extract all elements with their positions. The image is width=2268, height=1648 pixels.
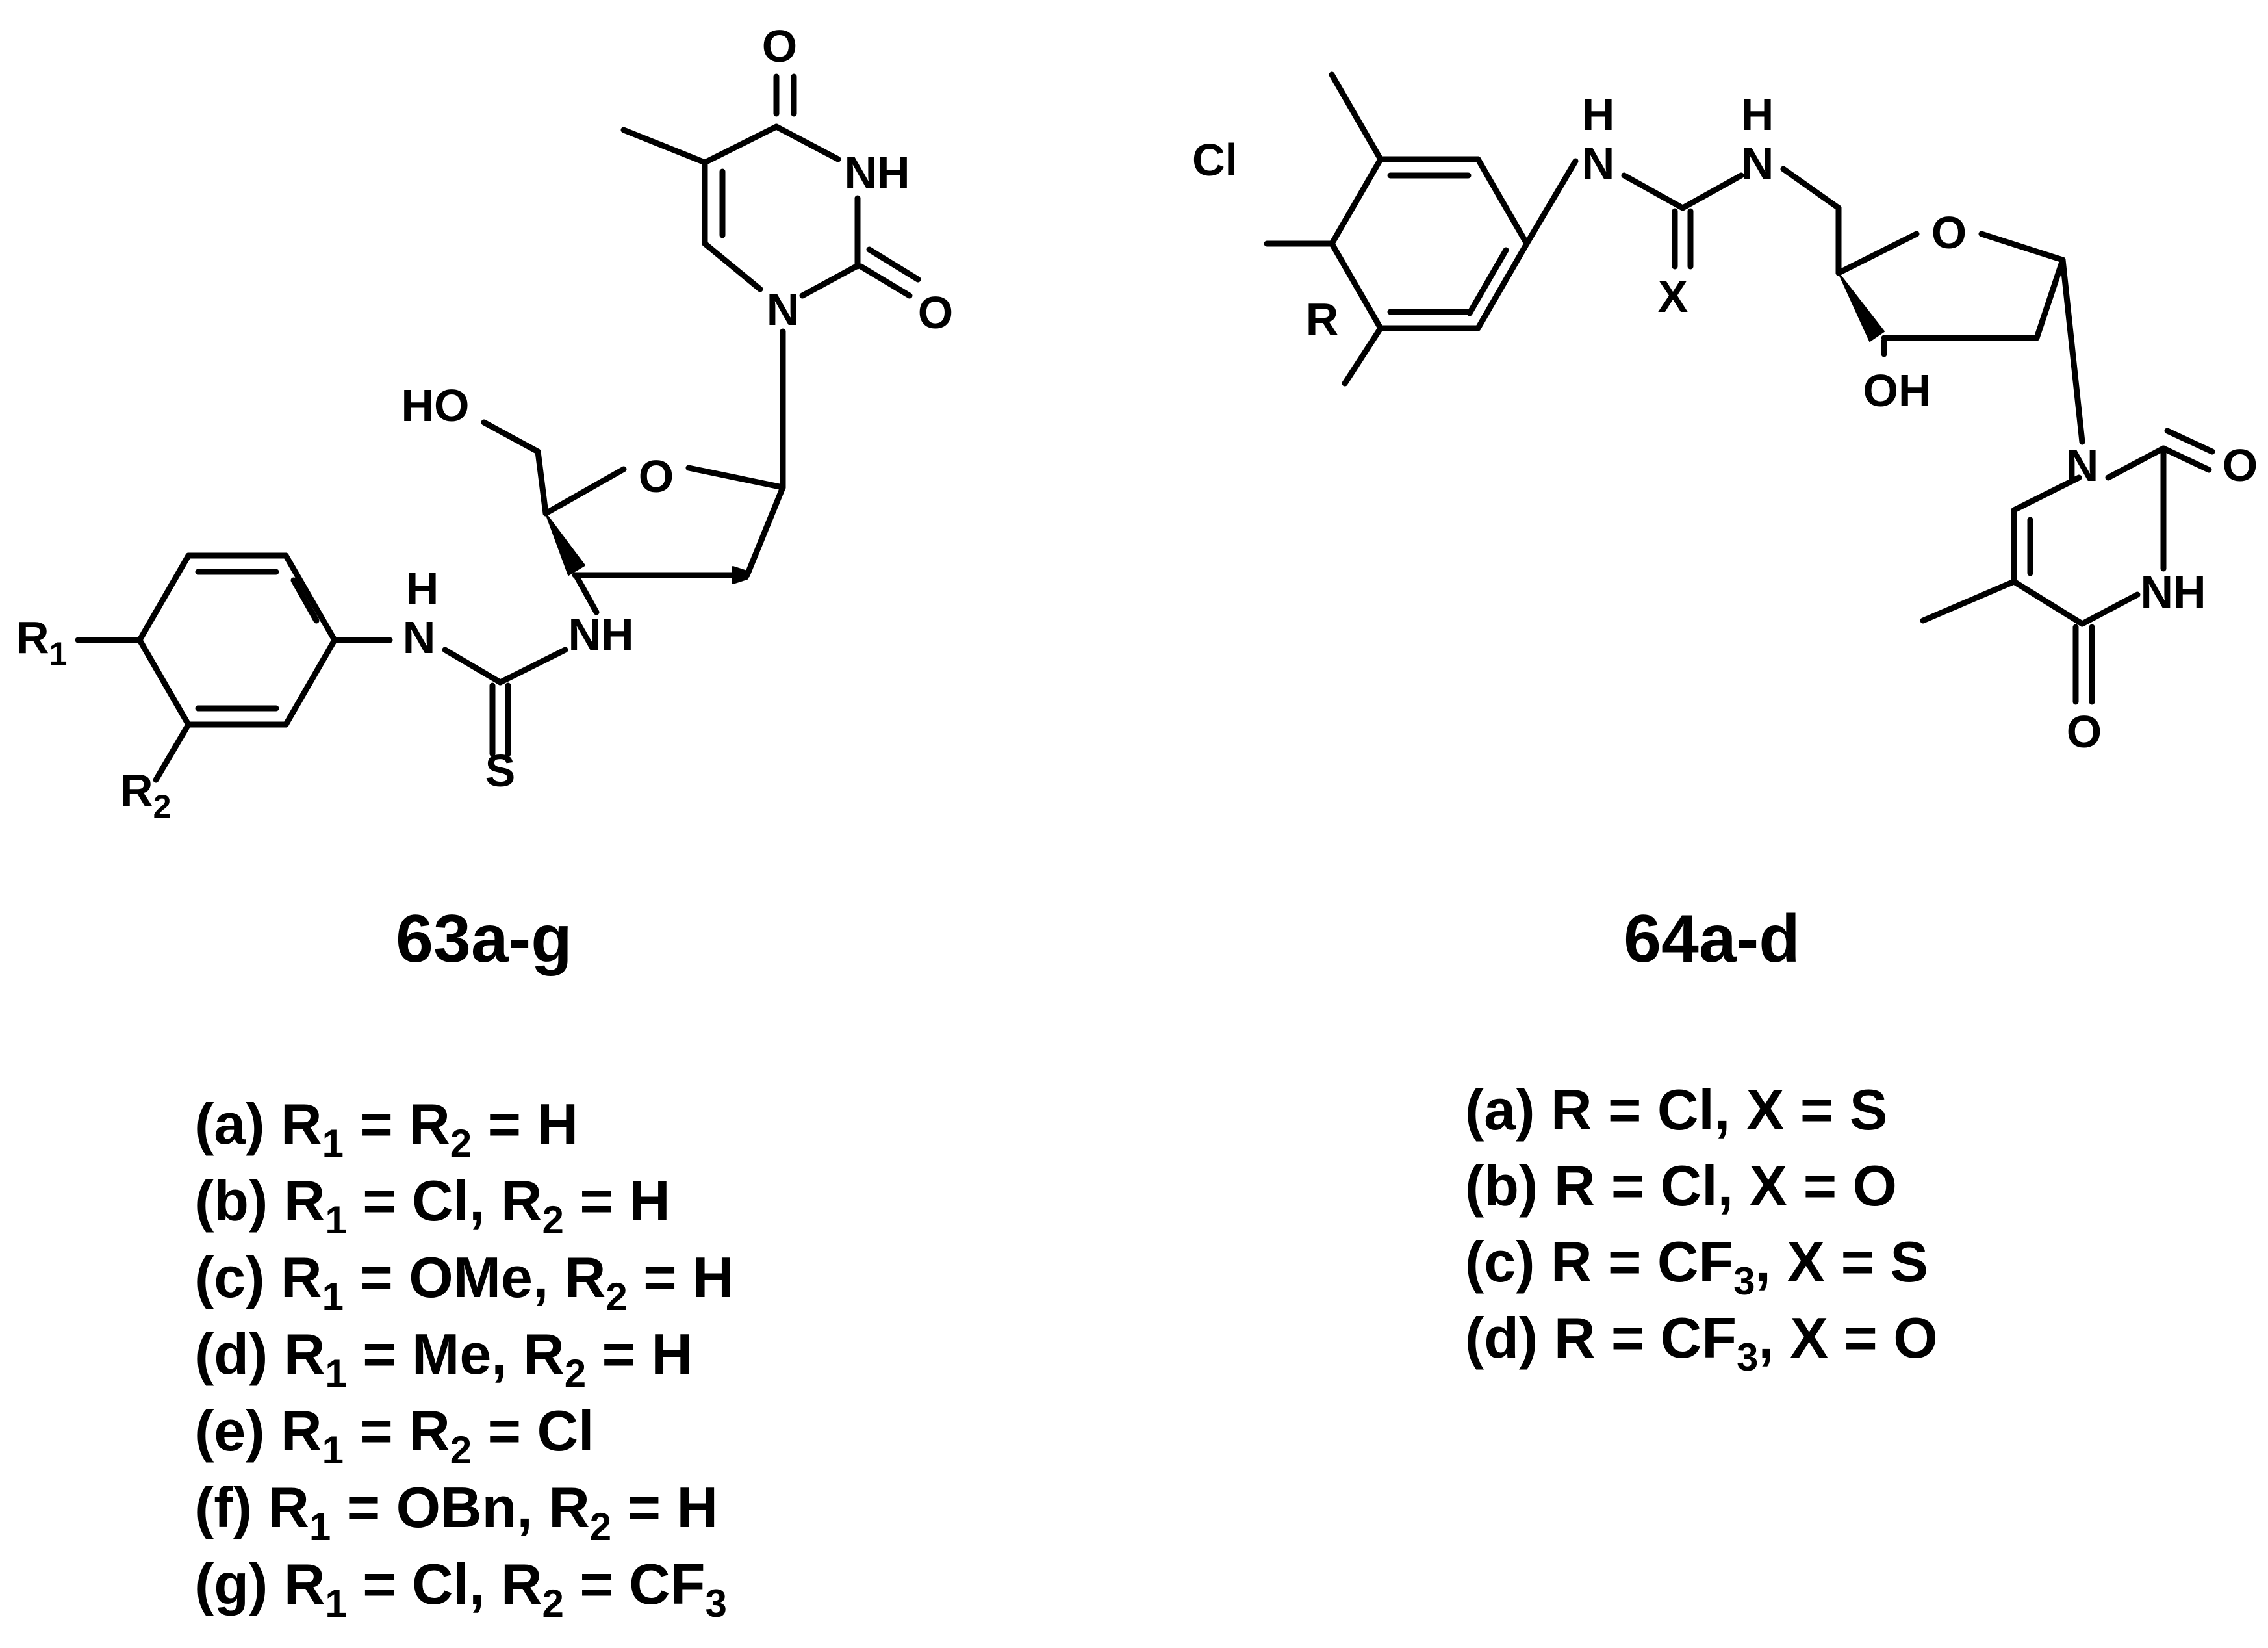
bond <box>1329 156 1384 247</box>
atom-label: H <box>406 563 439 614</box>
atom-label: OH <box>1863 365 1931 416</box>
atom-label: H <box>1741 89 1774 140</box>
variants-64: (a) R = Cl, X = S (b) R = Cl, X = O (c) … <box>1465 1077 1938 1379</box>
bond <box>2105 445 2167 481</box>
bond <box>1621 172 1686 211</box>
bond <box>1920 578 2017 624</box>
bond <box>136 637 192 728</box>
atom-label: N <box>1741 138 1774 188</box>
atom-label: S <box>485 745 516 796</box>
atom-label: N <box>403 612 436 663</box>
variant-item: (c) R1 = OMe, R2 = H <box>195 1245 734 1319</box>
bond <box>866 246 921 283</box>
bond <box>2011 578 2085 627</box>
bond <box>153 721 192 783</box>
variant-item: (e) R1 = R2 = Cl <box>195 1398 594 1472</box>
bond <box>702 240 763 292</box>
atom-label: N <box>1582 138 1615 188</box>
atom-label: H <box>1582 89 1615 140</box>
bond <box>1679 172 1744 211</box>
atom-label: NH <box>844 148 910 198</box>
bond <box>2079 591 2141 627</box>
bond <box>2160 445 2212 473</box>
atom-label: NH <box>2140 567 2206 617</box>
bond <box>1342 325 1384 387</box>
bond <box>685 465 786 491</box>
structure-63: O NH O N HO O NH H N S R1 R2 63a-g (a) R… <box>16 21 953 1625</box>
atom-label: O <box>639 451 674 502</box>
bond <box>2164 428 2215 455</box>
compound-id-64: 64a-d <box>1624 901 1800 977</box>
atom-label: R <box>1306 294 1339 344</box>
atom-label: N <box>767 284 800 335</box>
atom-label: O <box>2223 440 2258 491</box>
bond <box>481 419 541 455</box>
compound-id-63: 63a-g <box>396 901 572 977</box>
bond <box>2033 257 2066 341</box>
atom-label: Cl <box>1192 135 1238 185</box>
bond <box>1475 240 1530 331</box>
bond <box>620 127 708 166</box>
bond <box>858 263 913 299</box>
substituent-r2: R2 <box>120 765 171 825</box>
atom-label: O <box>1931 207 1967 258</box>
bond <box>744 484 786 578</box>
variants-63: (a) R1 = R2 = H (b) R1 = Cl, R2 = H (c) … <box>195 1092 734 1625</box>
bond <box>136 552 192 643</box>
bond <box>1329 71 1384 162</box>
atom-label: X <box>1658 271 1688 322</box>
bond <box>283 637 338 728</box>
atom-label: NH <box>568 609 633 660</box>
bond <box>1835 231 1920 276</box>
wedge-bond <box>732 566 748 584</box>
variant-item: (f) R1 = OBn, R2 = H <box>195 1475 718 1549</box>
bond <box>799 263 860 299</box>
bond <box>1780 166 1842 211</box>
bond <box>290 577 320 624</box>
substituent-r1: R1 <box>16 612 67 672</box>
bond <box>283 552 338 643</box>
wedge-bond <box>1838 272 1885 342</box>
bond <box>1475 156 1530 247</box>
wedge-bond <box>545 513 585 576</box>
variant-item: (d) R = CF3, X = O <box>1465 1306 1938 1379</box>
structure-64: Cl R H N H N X O OH N O NH O 64a-d (a) R… <box>1192 71 2258 1379</box>
bond <box>542 466 627 517</box>
variant-item: (c) R = CF3, X = S <box>1465 1230 1928 1303</box>
bond <box>1329 240 1384 331</box>
bond <box>1523 158 1579 247</box>
atom-label: O <box>918 287 953 338</box>
variant-item: (b) R1 = Cl, R2 = H <box>195 1168 670 1242</box>
variant-item: (d) R1 = Me, R2 = H <box>195 1322 693 1395</box>
bond <box>497 647 568 686</box>
bond <box>2011 474 2082 513</box>
atom-label: N <box>2066 440 2099 491</box>
atom-label: O <box>2067 706 2102 757</box>
bond <box>442 647 503 686</box>
atom-label: HO <box>401 380 470 431</box>
bond <box>2059 257 2085 445</box>
bond <box>1978 231 2066 263</box>
bond <box>1466 247 1509 316</box>
variant-item: (a) R1 = R2 = H <box>195 1092 578 1165</box>
bond <box>535 448 549 517</box>
atom-label: O <box>762 21 797 71</box>
bond <box>702 123 780 166</box>
variant-item: (a) R = Cl, X = S <box>1465 1077 1887 1142</box>
bond <box>773 123 841 162</box>
bond <box>574 574 600 615</box>
variant-item: (g) R1 = Cl, R2 = CF3 <box>195 1552 727 1625</box>
variant-item: (b) R = Cl, X = O <box>1465 1153 1897 1218</box>
